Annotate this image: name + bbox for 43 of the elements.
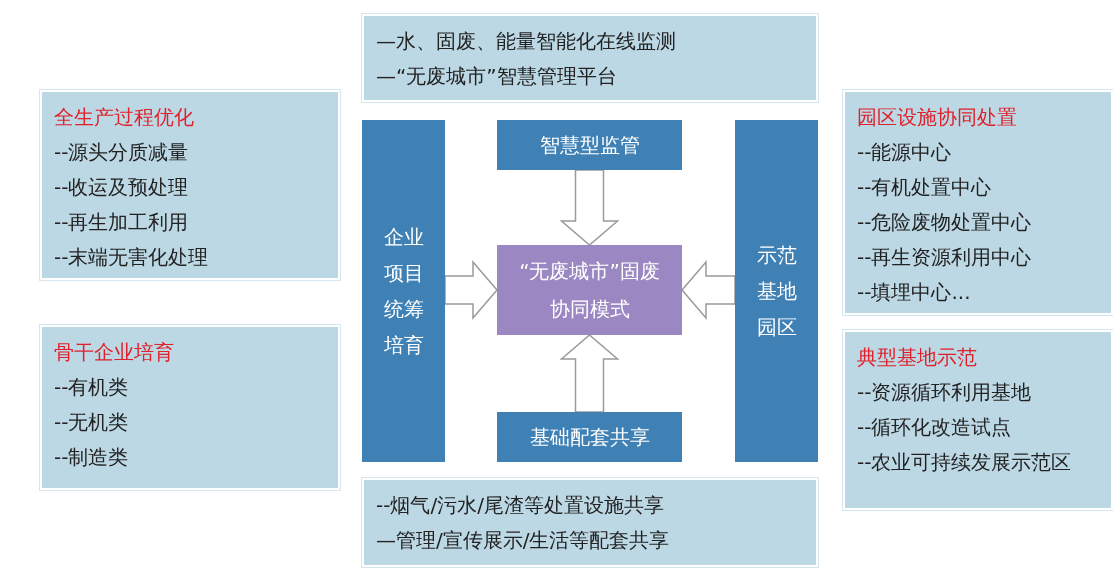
pillar-bar [362, 120, 445, 462]
info-panel [843, 90, 1113, 315]
text-line: --循环化改造试点 [857, 414, 1013, 441]
text-line: 示范基地园区 [756, 242, 797, 341]
block-arrow [681, 259, 736, 321]
text-line: --无机类 [54, 409, 130, 436]
text-line: --制造类 [54, 444, 130, 471]
text-line: 智慧型监管 [539, 132, 640, 159]
core-box [497, 245, 682, 335]
text-line: --烟气/污水/尾渣等处置设施共享 [376, 492, 665, 519]
text-line: --农业可持续发展示范区 [857, 449, 1073, 476]
text-line: --填埋中心... [857, 279, 972, 306]
text-line: —水、固废、能量智能化在线监测 [376, 28, 677, 55]
info-panel [40, 90, 340, 280]
info-panel [843, 330, 1113, 510]
panel-heading: 园区设施协同处置 [857, 104, 1018, 131]
block-arrow [559, 169, 620, 246]
text-line: 基础配套共享 [529, 424, 650, 451]
text-line: --收运及预处理 [54, 174, 190, 201]
text-line: --能源中心 [857, 139, 953, 166]
text-line: --有机类 [54, 374, 130, 401]
text-line: —管理/宣传展示/生活等配套共享 [376, 527, 671, 554]
info-panel [362, 478, 818, 567]
panel-heading: 典型基地示范 [857, 344, 978, 371]
panel-heading: 全生产过程优化 [54, 104, 195, 131]
text-line: --资源循环利用基地 [857, 379, 1033, 406]
pillar-bar [735, 120, 818, 462]
text-line: --再生加工利用 [54, 209, 190, 236]
text-line: 企业项目统筹培育 [383, 224, 424, 359]
text-line: “无废城市”固废协同模式 [518, 258, 661, 323]
text-line: —“无废城市”智慧管理平台 [376, 63, 618, 90]
text-line: --再生资源利用中心 [857, 244, 1033, 271]
info-panel [362, 14, 818, 102]
text-line: --危险废物处置中心 [857, 209, 1033, 236]
text-line: --源头分质减量 [54, 139, 190, 166]
text-line: --末端无害化处理 [54, 244, 210, 271]
info-panel [40, 325, 340, 490]
label-box [497, 412, 682, 462]
label-box [497, 120, 682, 170]
panel-heading: 骨干企业培育 [54, 339, 175, 366]
block-arrow [559, 334, 620, 413]
text-line: --有机处置中心 [857, 174, 993, 201]
block-arrow [444, 259, 498, 321]
